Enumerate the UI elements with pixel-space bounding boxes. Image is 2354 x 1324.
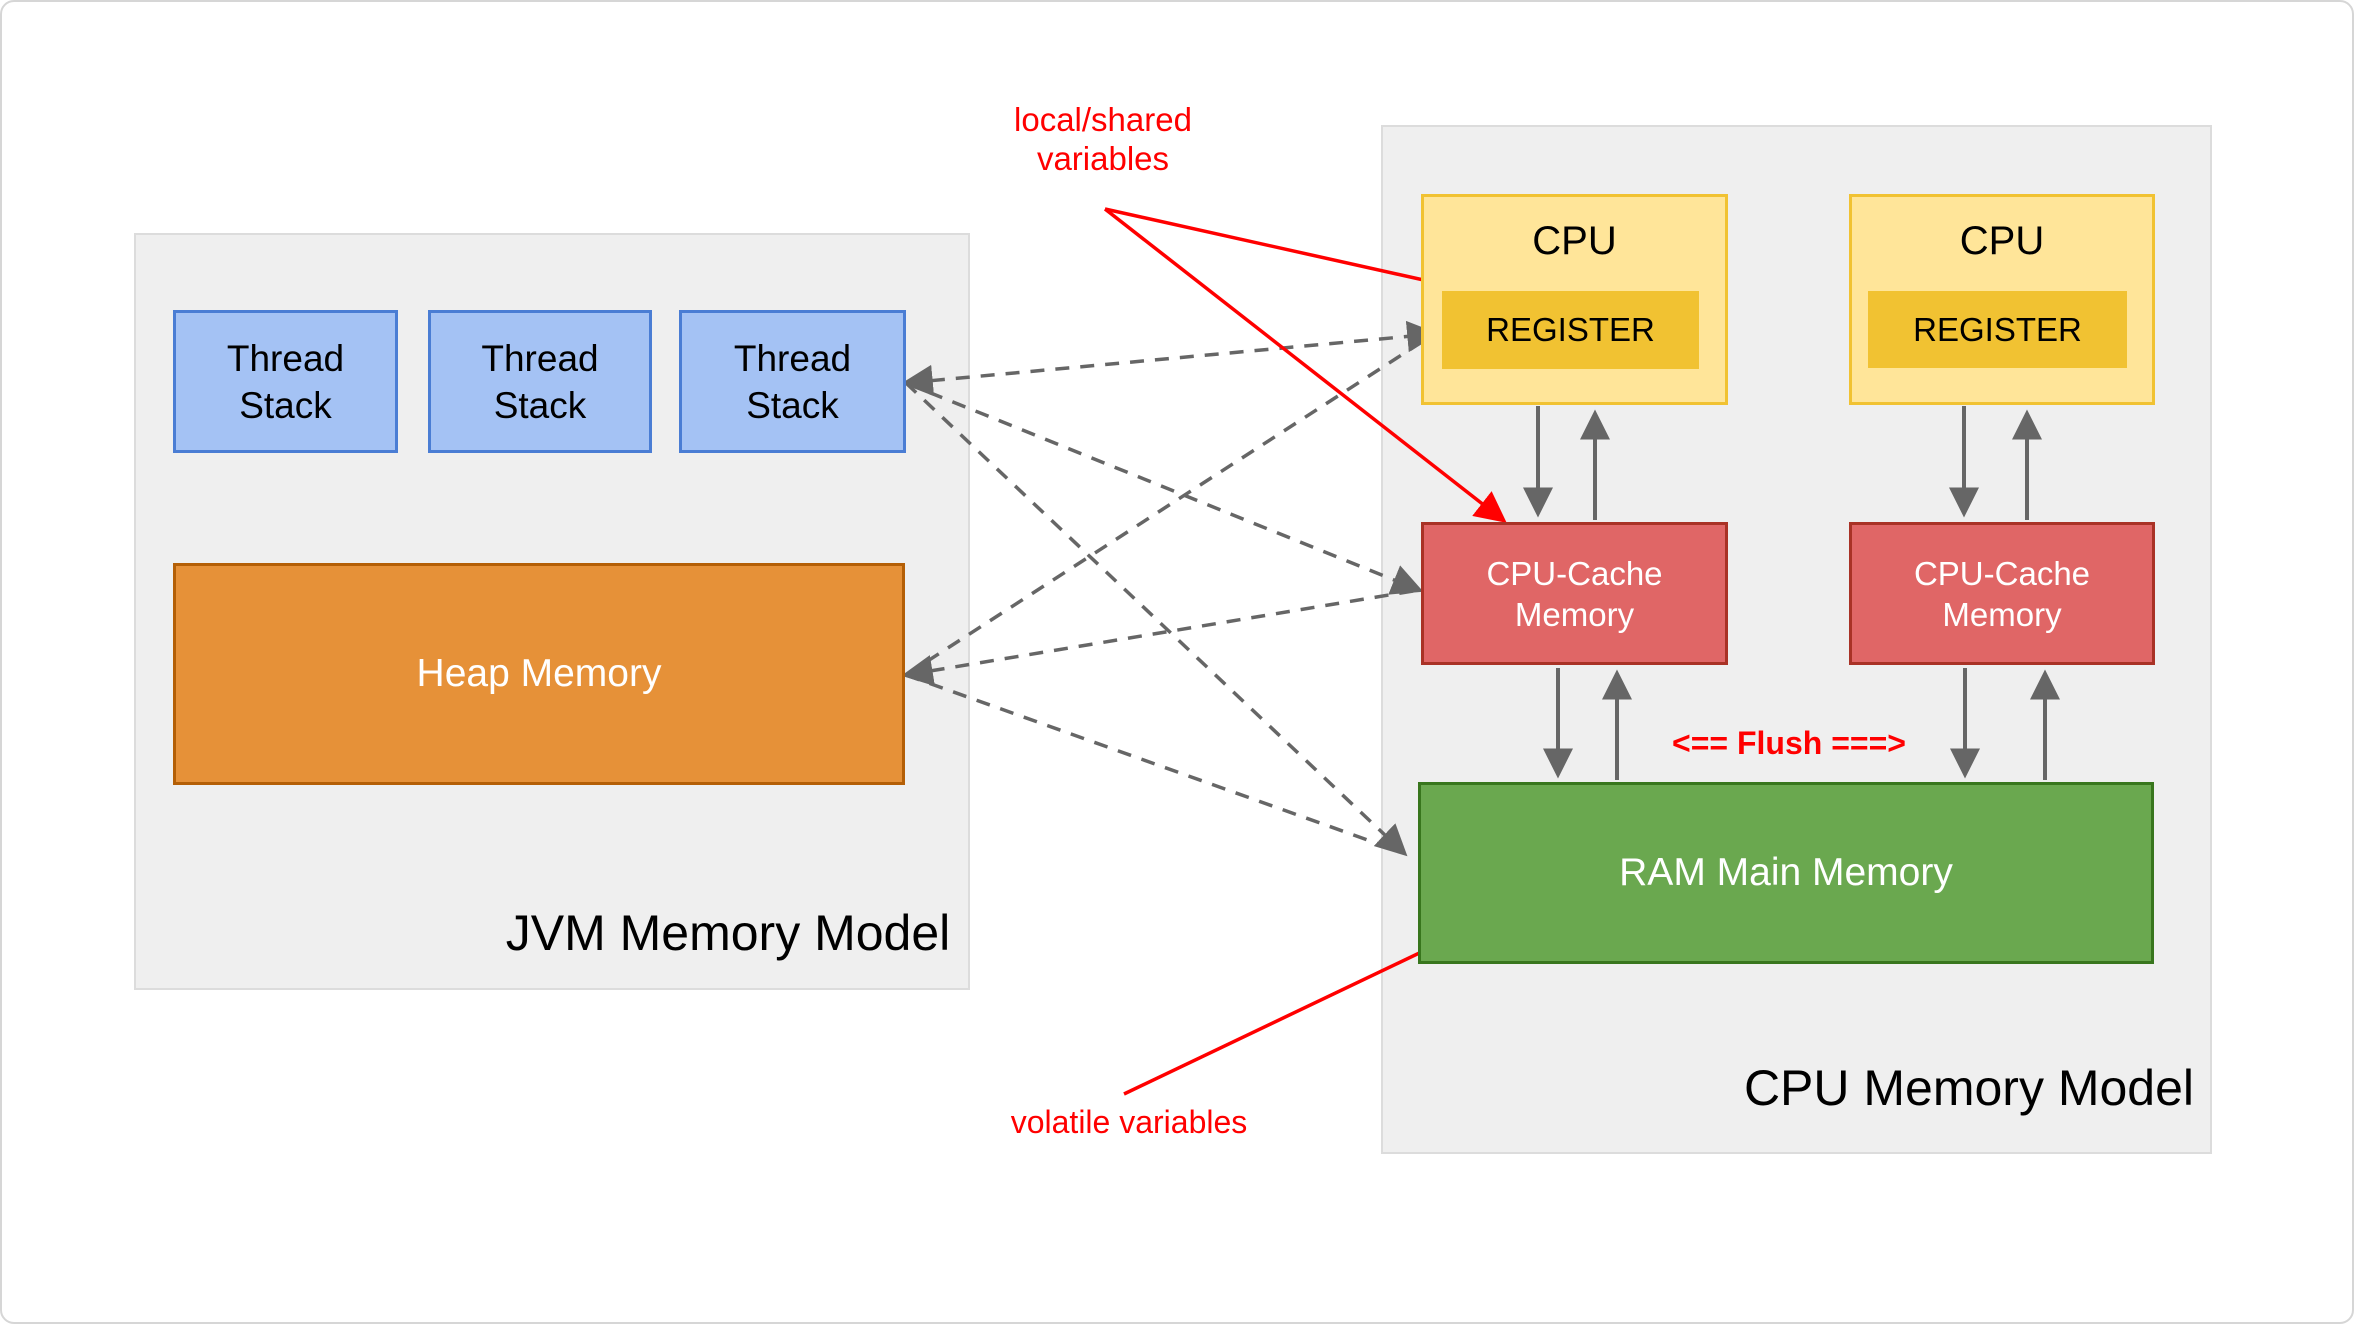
thread-stack-box-3: Thread Stack — [679, 310, 906, 453]
volatile-variables-label: volatile variables — [1010, 1104, 1248, 1140]
jvm-model-title: JVM Memory Model — [505, 905, 951, 961]
thread-stack-box-1: Thread Stack — [173, 310, 398, 453]
ram-main-memory-box: RAM Main Memory — [1418, 782, 2154, 964]
connector-ts3-register — [901, 320, 1439, 397]
cpu-cache-box-1: CPU-Cache Memory — [1421, 522, 1728, 665]
connector-heap-cache — [901, 588, 1420, 687]
connector-heap-ram — [905, 673, 1405, 855]
register-box-1: REGISTER — [1442, 291, 1699, 369]
heap-memory-box: Heap Memory — [173, 563, 905, 785]
dashed-memory-connectors — [901, 320, 1439, 857]
register-box-2: REGISTER — [1868, 291, 2127, 368]
connector-ts3-ram — [904, 381, 1408, 857]
connector-ts3-cache — [905, 381, 1424, 595]
cpu-cache-box-2: CPU-Cache Memory — [1849, 522, 2155, 665]
thread-stack-box-2: Thread Stack — [428, 310, 652, 453]
connector-heap-register — [905, 332, 1435, 677]
local-shared-variables-label: local/shared variables — [1014, 101, 1192, 177]
cpu-model-title: CPU Memory Model — [1743, 1060, 2195, 1116]
flush-label: <== Flush ===> — [1672, 725, 1906, 761]
